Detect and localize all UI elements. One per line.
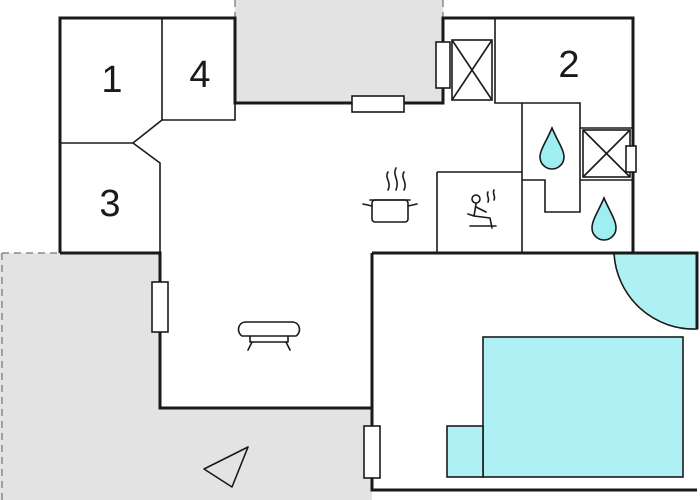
pool-step [446,425,484,478]
terrace-left [0,253,372,500]
water-drop-icon [591,195,617,241]
room-3-label: 3 [99,183,120,225]
window-side [625,145,637,173]
hot-tub [613,252,698,330]
shaft-right [582,129,631,178]
window-top [351,95,405,113]
room-2-label: 2 [558,44,579,86]
pool [482,336,684,478]
terrace-top [235,0,443,103]
window-upper-right [435,41,451,89]
cooking-pot-icon [362,167,418,223]
sauna-icon [467,189,497,229]
room-4-label: 4 [189,54,210,96]
water-drop-icon [539,125,565,170]
room-1-label: 1 [101,59,122,101]
shaft-top [451,39,493,101]
window-left [151,281,169,333]
sofa-icon [237,321,301,351]
north-arrow-icon [203,446,249,488]
window-bottom [363,425,381,479]
